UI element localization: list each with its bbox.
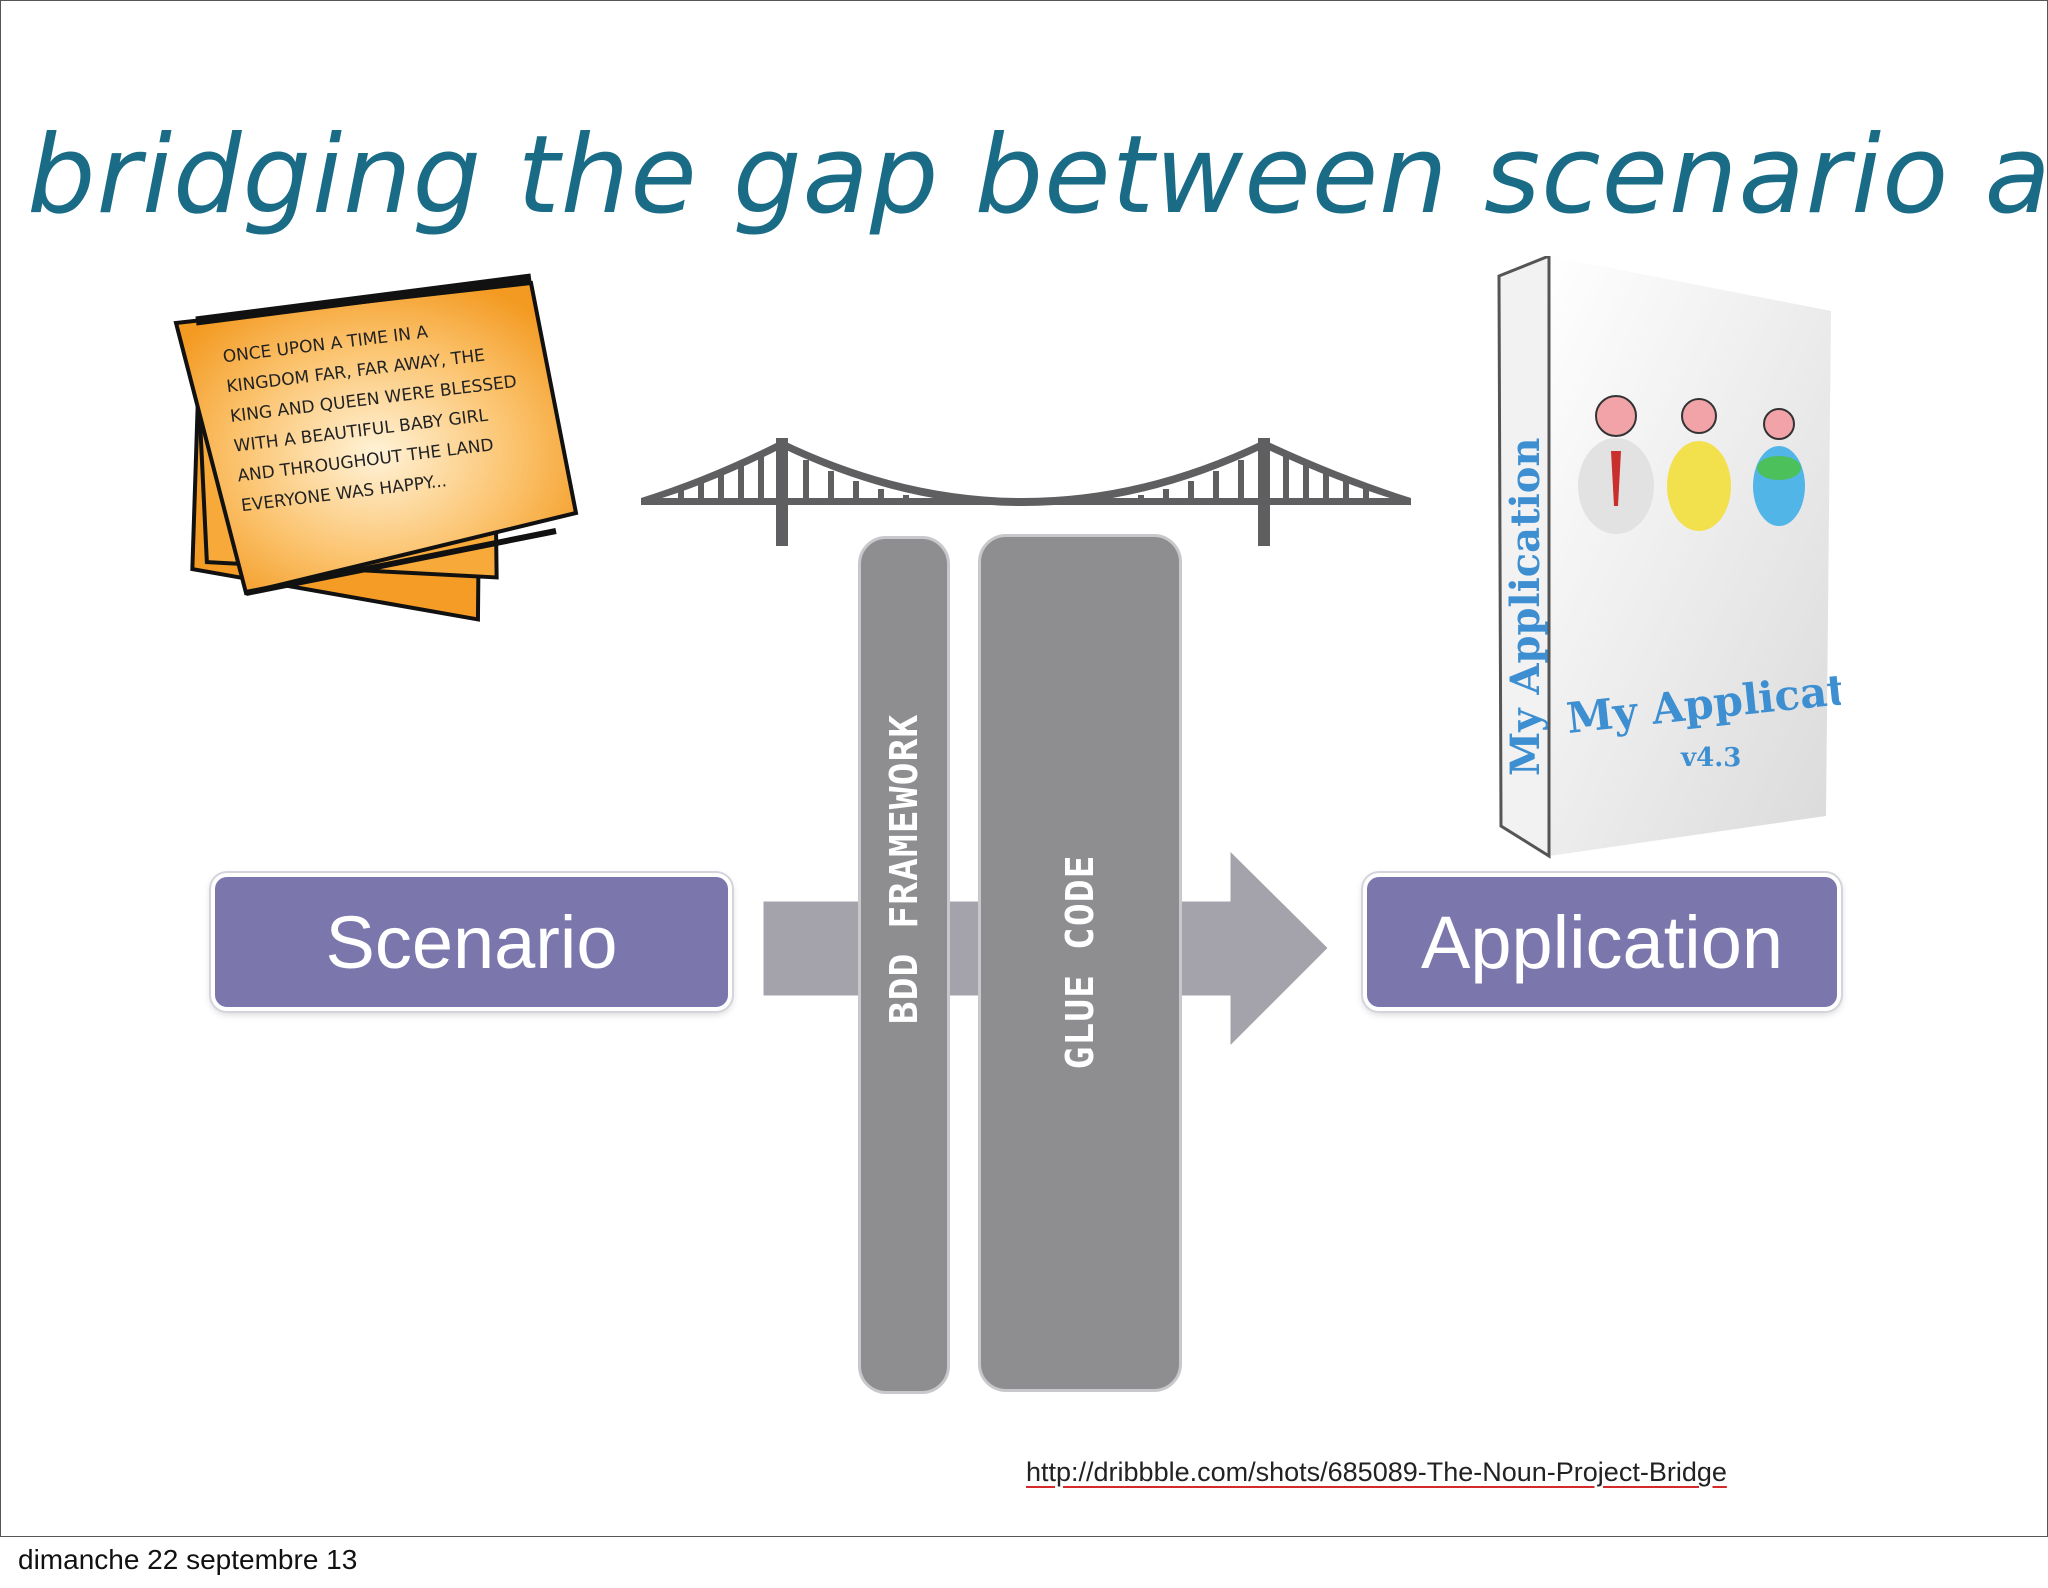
- application-box: Application: [1363, 873, 1841, 1011]
- bdd-framework-label: BDD FRAMEWORK: [882, 713, 926, 1025]
- app-box-people-icon: [1578, 395, 1805, 534]
- scenario-box: Scenario: [211, 873, 732, 1011]
- footer-date: dimanche 22 septembre 13: [18, 1544, 358, 1575]
- app-box-spine-text: My Application: [1502, 437, 1549, 776]
- app-box-version: v4.3: [1680, 743, 1741, 773]
- application-box-image: My Application My Application v4.3: [1497, 256, 1841, 859]
- slide-title: bridging the gap between scenario and ap…: [27, 113, 2048, 238]
- storybook-image: ONCE UPON A TIME IN A KINGDOM FAR, FAR A…: [173, 273, 579, 622]
- slide: bridging the gap between scenario and ap…: [0, 0, 2048, 1537]
- glue-code-label: GLUE CODE: [1058, 854, 1102, 1070]
- credit-link[interactable]: http://dribbble.com/shots/685089-The-Nou…: [1026, 1457, 1727, 1487]
- bdd-framework-pillar: BDD FRAMEWORK: [858, 536, 950, 1394]
- glue-code-pillar: GLUE CODE: [978, 534, 1182, 1392]
- bridge-icon: [641, 438, 1411, 546]
